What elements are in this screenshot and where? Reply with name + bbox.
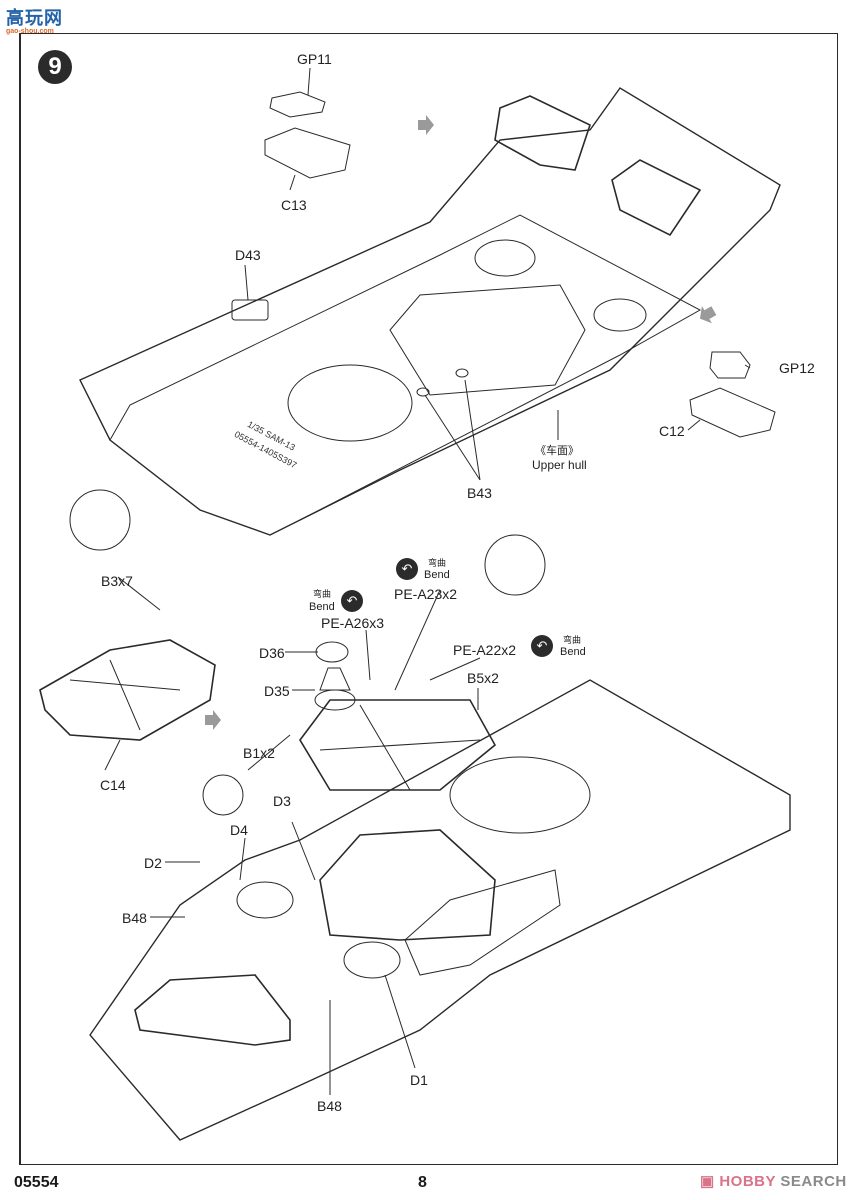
upper-hull-outline [79, 87, 781, 536]
callout-b1 [202, 774, 244, 816]
label-upper-hull-cn: 《车面》 [535, 445, 579, 457]
lower-hull-hole [449, 756, 591, 834]
label-pe-a22x2: PE-A22x2 [453, 642, 517, 658]
leader-lines [104, 67, 751, 1095]
upper-hull-hole-right [593, 298, 647, 332]
part-gp12 [709, 351, 751, 379]
part-b43-b [455, 368, 469, 378]
label-d4: D4 [230, 822, 248, 838]
part-d35 [319, 667, 351, 691]
watermark-prefix: HOBBY [719, 1173, 776, 1190]
hatch-left [494, 95, 591, 171]
upper-hull-hole-large [287, 364, 413, 442]
bend-note-cn-3: 弯曲 [563, 635, 582, 645]
direction-arrow-icon [418, 115, 434, 135]
label-gp12: GP12 [779, 360, 815, 376]
hatch-plate-mid [299, 699, 497, 791]
bend-icon: ↶ [341, 590, 363, 612]
label-c12: C12 [659, 423, 685, 439]
part-d43 [231, 299, 269, 321]
label-b3x7: B3x7 [101, 573, 133, 589]
callout-pe-a23 [484, 534, 546, 596]
upper-hull-hole-small [474, 239, 536, 277]
lower-hull-outline [89, 679, 791, 1141]
label-b48-bottom: B48 [317, 1098, 342, 1114]
direction-arrow-icon [699, 305, 717, 324]
bend-icon: ↶ [531, 635, 553, 657]
lower-hull-hole-front-2 [343, 941, 401, 979]
page-frame [19, 33, 838, 1165]
part-c14 [39, 639, 216, 741]
label-b48-left: B48 [122, 910, 147, 926]
label-b1x2: B1x2 [243, 745, 275, 761]
label-pe-a26x3: PE-A26x3 [321, 615, 385, 631]
site-logo: 高玩网 gao-shou.com [6, 8, 68, 36]
bend-note-en-3: Bend [560, 646, 586, 658]
lower-hull-hole-front [236, 881, 294, 919]
bend-icon: ↶ [396, 558, 418, 580]
product-code: 05554 [14, 1174, 59, 1191]
watermark-suffix: SEARCH [780, 1173, 847, 1190]
label-b43: B43 [467, 485, 492, 501]
page-number: 8 [418, 1174, 427, 1191]
label-upper-hull-en: Upper hull [532, 458, 587, 472]
label-d3: D3 [273, 793, 291, 809]
engine-grille [404, 869, 561, 976]
label-d2: D2 [144, 855, 162, 871]
bend-note-en-1: Bend [309, 601, 335, 613]
callout-b3 [69, 489, 131, 551]
bend-note-en-2: Bend [424, 569, 450, 581]
watermark-logo-icon: ▣ [700, 1173, 720, 1190]
label-b5x2: B5x2 [467, 670, 499, 686]
label-d36: D36 [259, 645, 285, 661]
lower-hull-hatch-opening [319, 829, 496, 941]
part-gp11 [269, 91, 326, 118]
direction-arrows [205, 115, 717, 730]
direction-arrow-icon [205, 710, 221, 730]
label-d35: D35 [264, 683, 290, 699]
label-c13: C13 [281, 197, 307, 213]
label-d1: D1 [410, 1072, 428, 1088]
hatch-right [611, 159, 702, 237]
bend-note-cn-1: 弯曲 [313, 589, 332, 599]
part-b43-a [416, 387, 430, 397]
upper-hull-inner-edge [109, 214, 702, 521]
label-pe-a23x2: PE-A23x2 [394, 586, 458, 602]
site-logo-url: gao-shou.com [6, 28, 54, 35]
label-d43: D43 [235, 247, 261, 263]
hobby-search-watermark: ▣ HOBBY SEARCH [700, 1172, 847, 1190]
part-c13 [264, 127, 351, 179]
label-gp11: GP11 [297, 51, 332, 67]
part-c12 [689, 387, 776, 438]
label-c14: C14 [100, 777, 126, 793]
site-logo-text: 高玩网 [6, 8, 63, 28]
upper-hull-panel [389, 284, 586, 396]
lower-hull-panel [134, 974, 291, 1046]
bend-note-cn-2: 弯曲 [428, 558, 447, 568]
step-number-badge: 9 [38, 50, 72, 84]
part-d36 [315, 641, 349, 663]
